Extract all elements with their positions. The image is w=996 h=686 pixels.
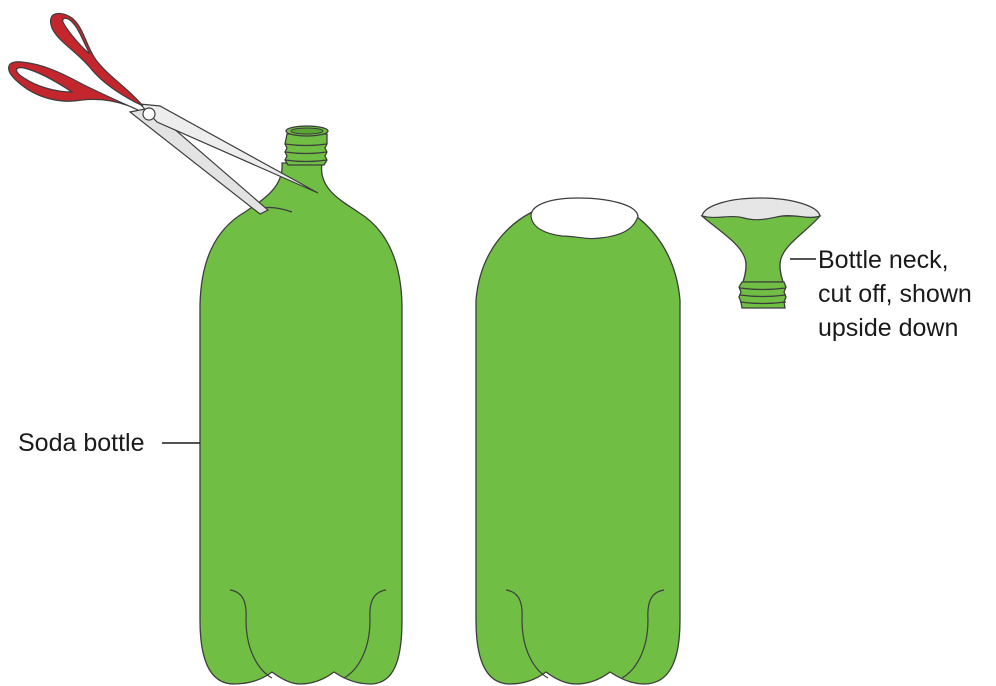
- neck-inside: [702, 198, 820, 220]
- whole-bottle-body: [200, 163, 402, 684]
- label-soda-bottle: Soda bottle: [18, 429, 200, 457]
- cut-bottle-body: [476, 212, 680, 684]
- soda-bottle-label: Soda bottle: [18, 429, 145, 457]
- bottle-neck-label-line1: Bottle neck,: [818, 246, 949, 274]
- cut-bottle-neck: [702, 198, 820, 308]
- label-bottle-neck: Bottle neck, cut off, shown upside down: [790, 246, 972, 342]
- cut-soda-bottle: [476, 198, 680, 684]
- cut-bottle-opening: [531, 198, 638, 239]
- bottle-neck-label-line2: cut off, shown: [818, 280, 972, 308]
- whole-soda-bottle: [200, 126, 402, 684]
- neck-funnel: [702, 216, 820, 282]
- scissors-pivot: [143, 108, 155, 120]
- scissors-icon: [9, 13, 318, 214]
- bottle-neck-label-line3: upside down: [818, 314, 958, 342]
